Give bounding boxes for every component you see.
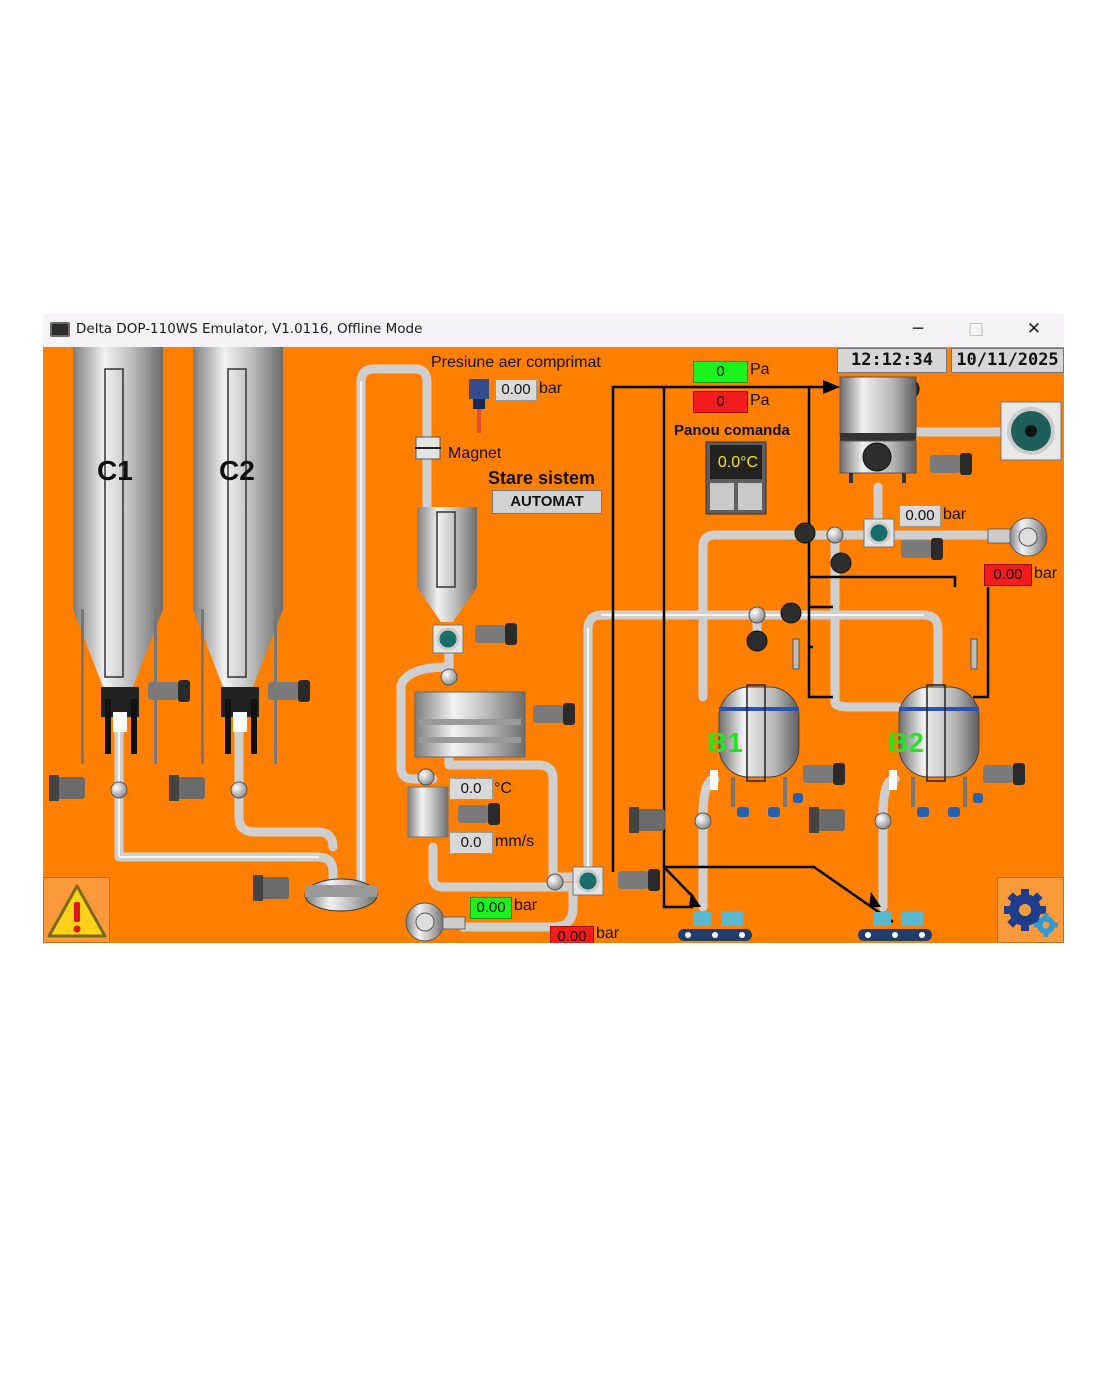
right-red-pressure-unit: bar: [1034, 565, 1058, 582]
close-button[interactable]: ✕: [1026, 319, 1042, 339]
top-right-pressure-unit: bar: [943, 506, 967, 523]
flow-speed-value: 0.0: [449, 832, 493, 854]
air-pressure-unit: bar: [539, 380, 563, 397]
tank-b1-label: B1: [707, 727, 743, 758]
exchanger-temp-value: 0.0: [449, 778, 493, 800]
title-bar: Delta DOP-110WS Emulator, V1.0116, Offli…: [43, 314, 1064, 347]
tank-c2-label: C2: [219, 455, 255, 486]
gears-icon: [1004, 889, 1058, 937]
mode-button[interactable]: AUTOMAT: [492, 490, 602, 514]
air-pressure-value: 0.00: [495, 379, 537, 401]
pump-green-pressure-value: 0.00: [470, 897, 512, 919]
system-state-label: Stare sistem: [488, 468, 596, 488]
minimize-button[interactable]: ─: [912, 319, 924, 339]
clock-date: 10/11/2025: [951, 348, 1064, 373]
exchanger-temp-unit: °C: [494, 780, 512, 797]
pump-red-pressure-value: 0.00: [550, 926, 594, 943]
pa-top-unit: Pa: [750, 361, 770, 378]
control-panel-label: Panou comanda: [674, 422, 790, 439]
top-right-pressure-value: 0.00: [899, 505, 941, 527]
tank-c1-label: C1: [97, 455, 133, 486]
maximize-button[interactable]: □: [967, 319, 985, 339]
alarm-button[interactable]: [43, 877, 110, 943]
process-diagram: [49, 347, 1062, 942]
clock-time: 12:12:34: [837, 348, 947, 373]
hmi-screen: Presiune aer comprimat 0.00 bar Magnet S…: [43, 347, 1064, 943]
pa-bottom-unit: Pa: [750, 392, 770, 409]
warning-triangle-icon: [47, 884, 107, 938]
flow-speed-unit: mm/s: [495, 833, 535, 850]
pump-green-pressure-unit: bar: [514, 897, 538, 914]
settings-button[interactable]: [997, 877, 1064, 943]
tank-b2-label: B2: [888, 727, 924, 758]
pa-top-value: 0: [693, 361, 748, 383]
panel-temp-value: 0.0°C: [717, 454, 759, 471]
pa-bottom-value: 0: [693, 391, 748, 413]
app-icon: [50, 322, 70, 337]
window-title: Delta DOP-110WS Emulator, V1.0116, Offli…: [76, 321, 423, 337]
pump-red-pressure-unit: bar: [596, 925, 620, 942]
magnet-label: Magnet: [448, 445, 502, 462]
compressed-air-label: Presiune aer comprimat: [431, 354, 601, 371]
emulator-window: Delta DOP-110WS Emulator, V1.0116, Offli…: [43, 314, 1064, 943]
right-red-pressure-value: 0.00: [984, 564, 1032, 586]
